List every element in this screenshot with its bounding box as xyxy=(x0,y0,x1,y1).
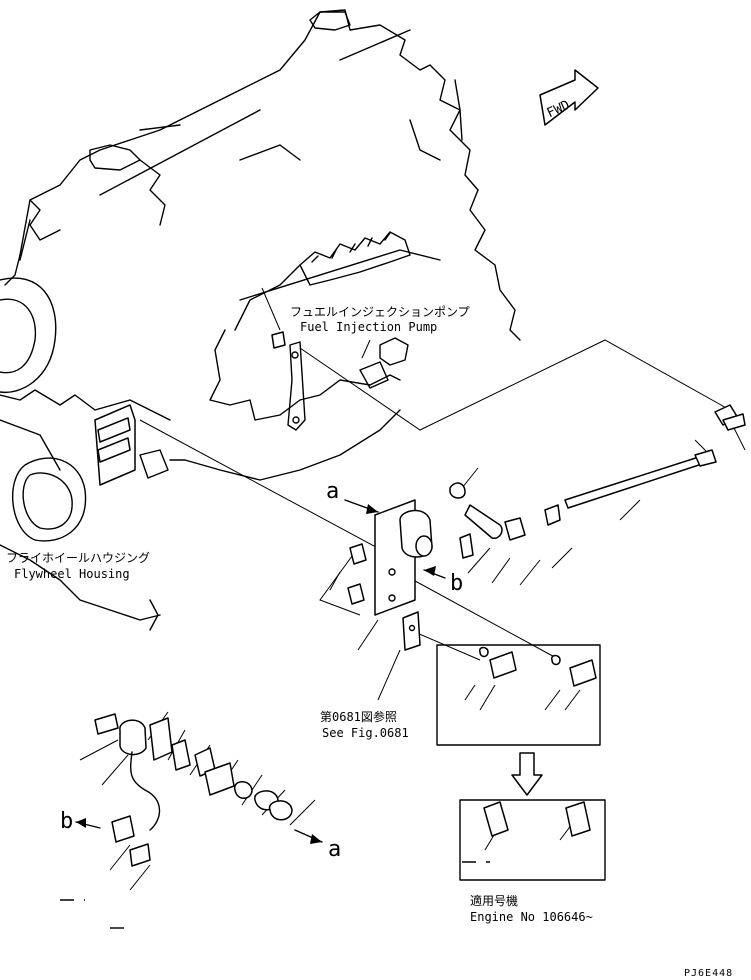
fuel-injection-pump xyxy=(271,231,411,431)
ref-letter-b-bottom: b xyxy=(60,809,73,834)
ref-letter-b-top: b xyxy=(450,571,463,596)
applicable-label-jp: 適用号機 xyxy=(470,893,518,908)
fuel-pump-label-jp: フュエルインジェクションポンプ xyxy=(290,305,470,319)
see-fig-label-jp: 第0681図参照 xyxy=(320,709,397,724)
see-fig-label-en: See Fig.0681 xyxy=(322,726,409,740)
ref-letter-a-bottom: a xyxy=(328,837,341,862)
leader-lines xyxy=(60,287,746,929)
sensor-assembly xyxy=(94,713,293,867)
engine-number-box xyxy=(459,799,606,881)
flywheel-label-en: Flywheel Housing xyxy=(14,567,130,581)
flywheel-label-jp: フライホイールハウジング xyxy=(6,551,150,565)
engine-number-label: Engine No 106646~ xyxy=(470,910,593,924)
engine-block-outline xyxy=(0,9,521,631)
linkage-parts xyxy=(449,404,746,687)
fuel-pump-label-en: Fuel Injection Pump xyxy=(300,320,437,334)
stop-lever-bracket xyxy=(347,499,433,651)
fwd-indicator: FWD xyxy=(539,69,599,126)
down-arrow xyxy=(511,752,543,796)
see-fig-box xyxy=(436,644,601,746)
drawing-code: PJ6E448 xyxy=(684,968,733,979)
arrows xyxy=(75,499,543,844)
ref-letter-a-top: a xyxy=(326,479,339,504)
